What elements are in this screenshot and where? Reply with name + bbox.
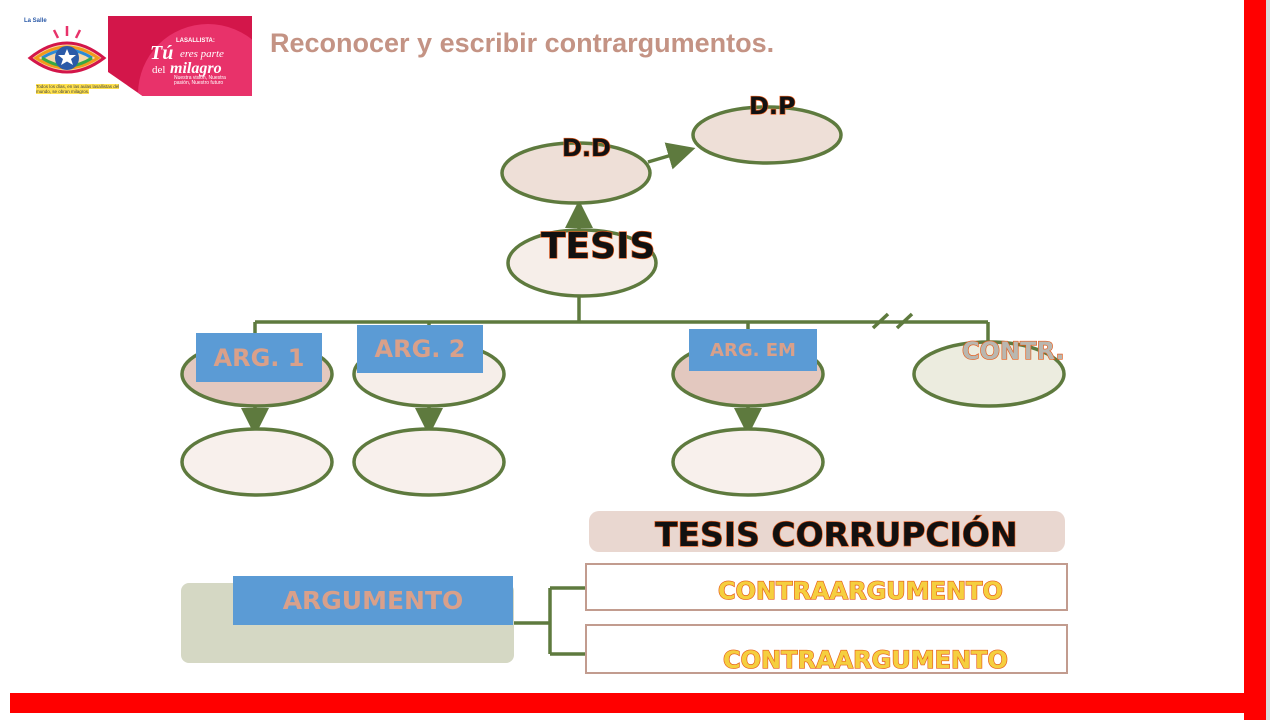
arrow-dd-to-dp: [647, 142, 696, 170]
page-title: Reconocer y escribir contrargumentos.: [270, 28, 775, 58]
node-arg1-box: ARG. 1: [196, 333, 322, 382]
node-dp-ellipse: [691, 105, 843, 165]
node-arg2-label: ARG. 2: [374, 335, 466, 363]
break-mark-1: [871, 312, 890, 330]
frame-bottom-bar: [10, 693, 1266, 713]
node-arg1-label: ARG. 1: [213, 343, 305, 372]
contraargumento-label-1: CONTRAARGUMENTO: [717, 576, 1003, 605]
argumento-box: ARGUMENTO: [233, 576, 513, 625]
tesis-corrupcion-banner: [589, 511, 1065, 552]
node-contr-ellipse: [912, 340, 1066, 408]
node-dd-label: D.D: [561, 133, 611, 162]
lasalle-logo-text: La Salle: [24, 18, 47, 24]
node-contr-label: CONTR.: [961, 336, 1065, 365]
logo-tagline: Nuestra visión, Nuestra pasión, Nuestro …: [174, 75, 226, 86]
contraargumento-label-2: CONTRAARGUMENTO: [722, 645, 1008, 674]
diagram-ellipses: [180, 105, 1066, 497]
logo-motto: Todos los días, en las aulas lasallistas…: [36, 84, 120, 94]
node-arg1-child-ellipse: [180, 427, 334, 497]
node-argem-child-ellipse: [671, 427, 825, 497]
node-tesis-label: TESIS: [540, 225, 656, 267]
contraargumento-box-1: [585, 563, 1068, 611]
frame-right-bar: [1244, 0, 1266, 720]
eye-icon: [27, 26, 107, 74]
node-arg2-child-ellipse: [352, 427, 506, 497]
tu-eres-parte-logo: LASALLISTA: Tú eres parte del milagro Nu…: [108, 16, 252, 96]
argumento-label: ARGUMENTO: [282, 586, 464, 615]
node-argem-box: ARG. EM: [689, 329, 817, 371]
logo-milagro-text: milagro: [170, 60, 222, 77]
logo-small-text: LASALLISTA:: [176, 38, 215, 44]
node-argem-label: ARG. EM: [710, 339, 796, 361]
logo-del-text: del: [152, 64, 166, 76]
frame-right-edge: [1266, 0, 1270, 720]
node-arg2-box: ARG. 2: [357, 325, 483, 373]
node-tesis-ellipse: [506, 228, 658, 298]
logo-tu-text: Tú: [150, 42, 174, 64]
logo-eres-text: eres parte: [180, 48, 224, 60]
lasalle-eye-logo: La Salle Todos los días, en las aulas la…: [24, 18, 120, 98]
tesis-corrupcion-label: TESIS CORRUPCIÓN: [654, 514, 1018, 554]
break-mark-2: [895, 312, 914, 330]
node-dp-label: D.P: [748, 91, 796, 120]
contraargumento-box-2: [585, 624, 1068, 674]
node-dd-ellipse: [500, 141, 652, 205]
